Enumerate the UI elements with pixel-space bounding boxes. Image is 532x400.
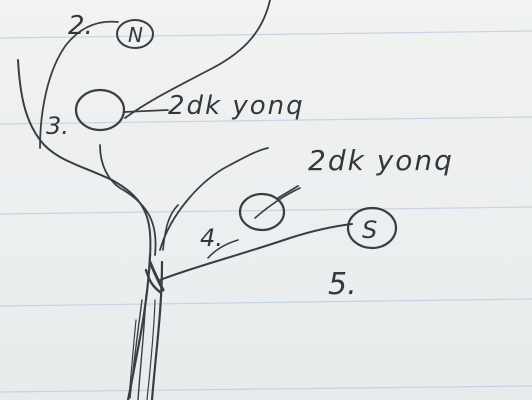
ruled-line [0,298,532,307]
left-branch [17,0,271,259]
node-2-circle [116,19,154,49]
node-5-circle [346,206,398,250]
node-4: 4. 2dk yonq [200,144,454,252]
node-3-circle [74,88,126,132]
node-4-circle [238,192,286,232]
node-3-note: 2dk yonq [168,91,305,121]
ruled-line [0,30,532,39]
ruled-line [0,385,532,393]
right-branch [159,187,353,281]
node-5: S 5. [328,206,398,302]
node-4-note: 2dk yonq [308,144,454,177]
node-5-label: 5. [328,267,357,302]
node-3-label: 3. [46,112,69,140]
ruled-line [0,116,532,125]
node-5-circle-label: S [362,216,377,244]
ruled-line [0,206,532,215]
node-2-label: 2. [68,11,93,41]
node-2: N 2. [68,11,154,49]
ruled-lines [0,30,532,393]
node-2-circle-label: N [128,23,143,47]
trunk [126,253,165,400]
node-4-label: 4. [200,224,223,252]
node-3: 3. 2dk yonq [46,88,305,140]
